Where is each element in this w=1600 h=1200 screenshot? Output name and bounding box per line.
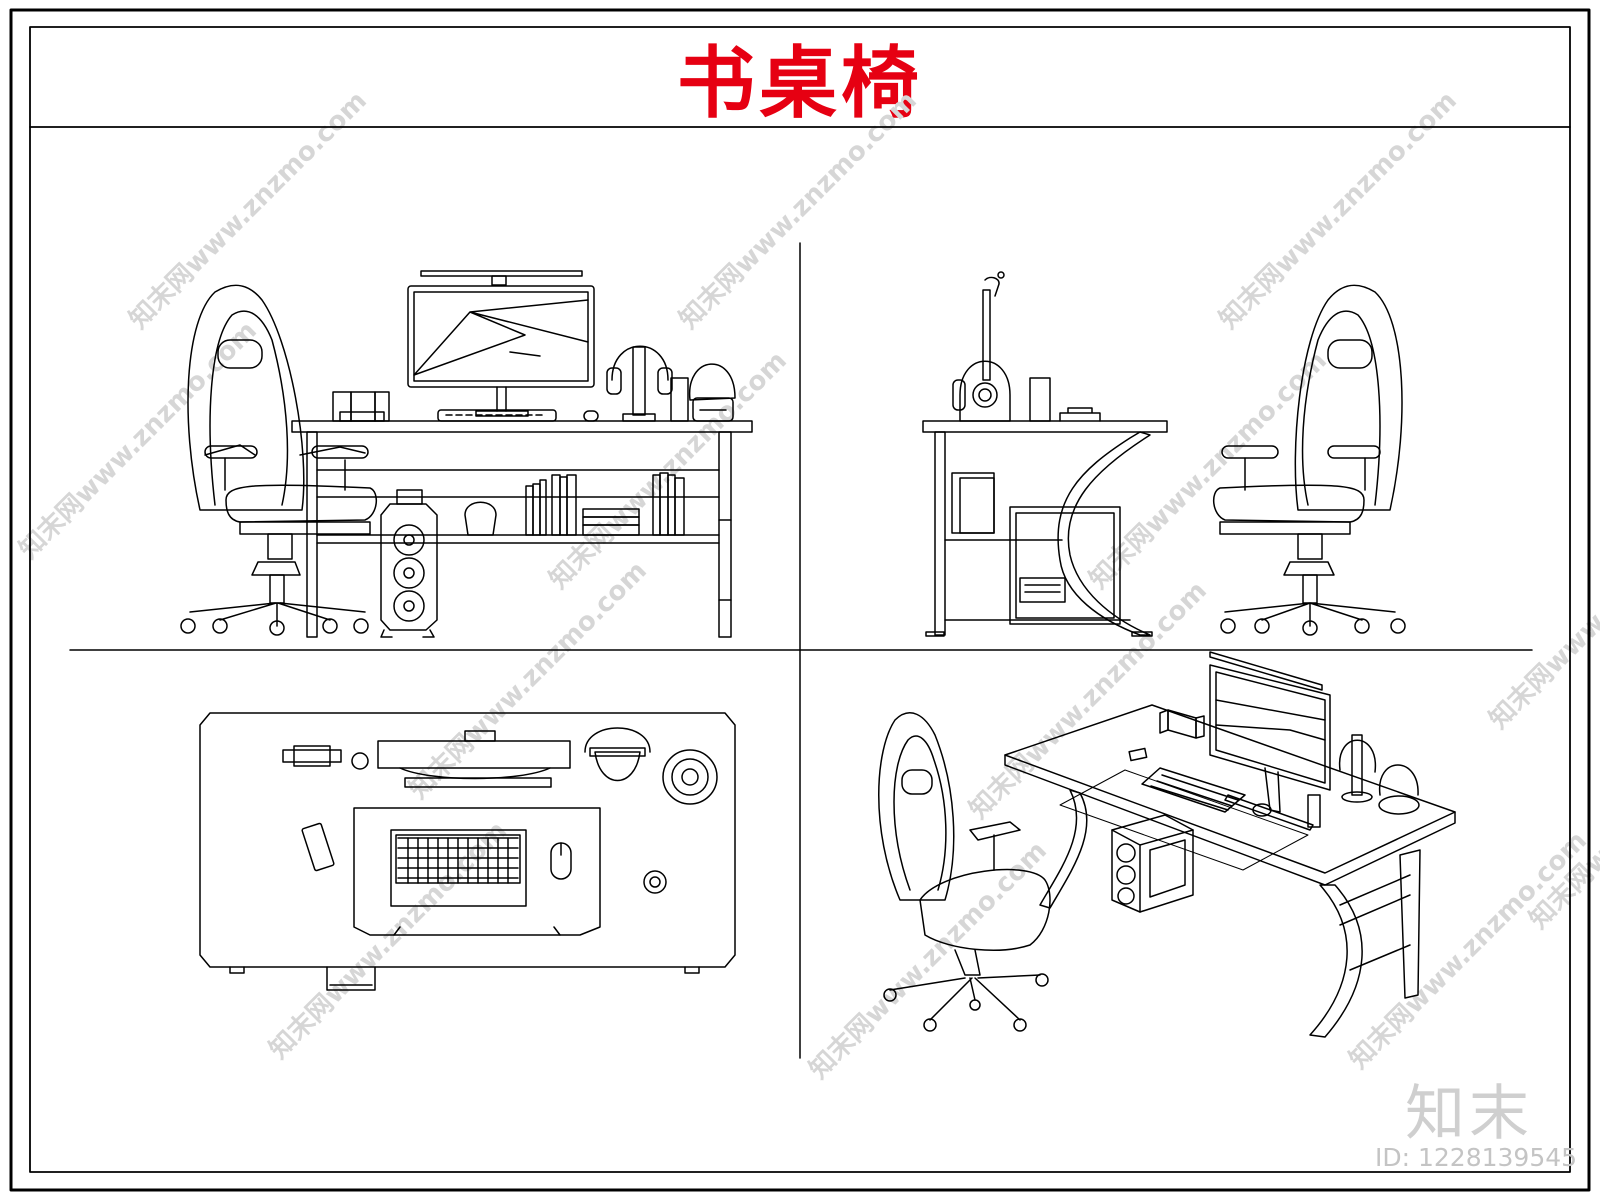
persp-speaker <box>1378 764 1420 815</box>
plan-mouse <box>550 842 572 880</box>
front-monitor <box>407 270 595 417</box>
watermark-text: 知末网www.znzmo.com <box>674 86 923 335</box>
front-chair <box>180 284 377 636</box>
front-console <box>332 391 390 422</box>
side-chair <box>1213 284 1406 636</box>
plan-view <box>199 712 736 991</box>
side-keyboard <box>1059 407 1101 422</box>
watermark-text: 知末网www.znzmo.com <box>804 836 1053 1085</box>
watermark-text: 知末网www.znzmo.com <box>1214 86 1463 335</box>
perspective-view <box>878 651 1456 1038</box>
persp-cup <box>1307 794 1321 828</box>
front-keyboard <box>437 409 599 422</box>
title-box: 书桌椅 <box>30 27 1570 129</box>
plan-feet <box>229 966 700 974</box>
plan-cup <box>643 870 667 894</box>
persp-headphone-stand <box>1338 734 1377 803</box>
watermark-text: 知末网www.znzmo.com <box>124 86 373 335</box>
plan-pc-bottom <box>326 966 376 991</box>
watermark-text: 知末网www.znzmo.com <box>264 816 513 1065</box>
plan-keyboard <box>390 829 527 907</box>
persp-pc-tower <box>1111 814 1194 913</box>
side-monitor-arm <box>952 271 1011 422</box>
plan-speaker <box>662 749 718 805</box>
front-bowl <box>464 501 497 536</box>
brand-logo: 知末 <box>1405 1079 1533 1149</box>
side-cup <box>1029 377 1051 422</box>
front-elevation <box>180 270 753 638</box>
document-id: ID: 1228139545 <box>1375 1143 1578 1172</box>
plan-cable-ring <box>351 752 369 770</box>
drawing-title: 书桌椅 <box>676 38 923 129</box>
front-speaker <box>689 363 736 422</box>
front-books <box>525 472 685 536</box>
front-cup <box>670 377 689 422</box>
watermark-text: 知末网www.znzmo.com <box>14 316 263 565</box>
side-pc-tower <box>1009 506 1121 625</box>
side-elevation <box>922 271 1406 637</box>
outer-frame <box>9 8 1591 1192</box>
plan-desktop <box>199 712 736 968</box>
persp-keyboard <box>1141 767 1246 813</box>
plan-headphone-stand <box>584 727 651 782</box>
front-pc-tower <box>380 489 438 638</box>
watermark-text: 知末网www.znzmo.com <box>1484 486 1600 735</box>
front-headphone-stand <box>606 345 673 422</box>
plan-phone <box>301 822 335 872</box>
plan-monitor <box>377 730 571 788</box>
persp-mouse <box>1252 803 1272 817</box>
persp-monitor <box>1209 651 1331 831</box>
persp-console <box>1159 709 1205 739</box>
inner-frame <box>29 26 1571 1173</box>
persp-phone <box>1128 747 1148 762</box>
watermark-text: 知末网www.znzmo.com <box>1344 826 1593 1075</box>
plan-console <box>282 745 342 767</box>
plan-desk-mat <box>353 807 601 936</box>
persp-chair <box>878 712 1051 1032</box>
